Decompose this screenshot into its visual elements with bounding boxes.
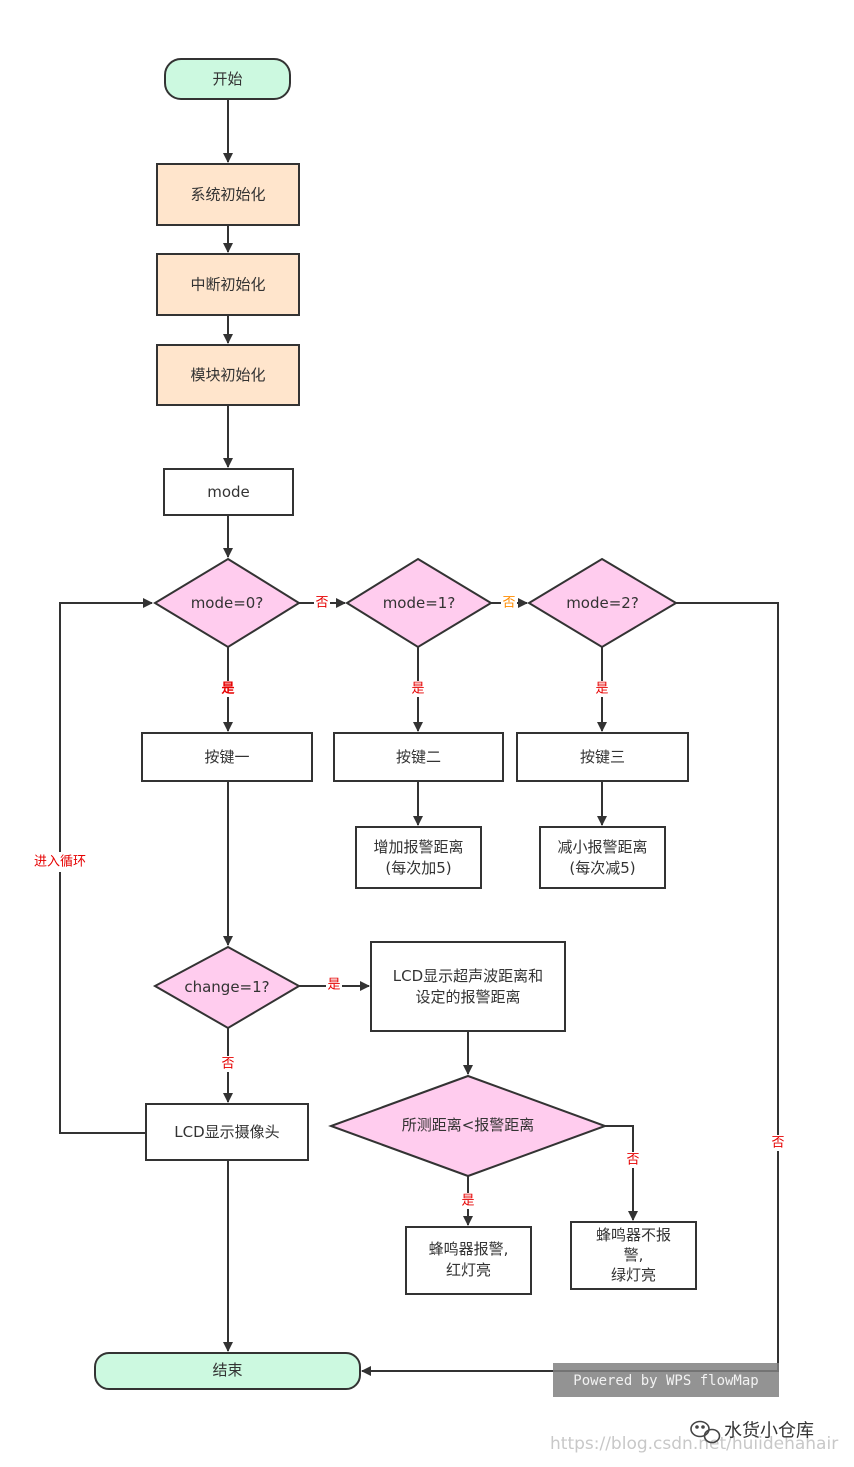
label-yes-compare: 是 bbox=[461, 1194, 474, 1209]
int-init-label: 中断初始化 bbox=[190, 276, 265, 294]
wechat-icon bbox=[690, 1420, 721, 1444]
key1-box: 按键一 bbox=[141, 732, 313, 782]
label-yes-change: 是 bbox=[327, 978, 340, 993]
lcd-distance-box: LCD显示超声波距离和 设定的报警距离 bbox=[370, 941, 566, 1032]
mode0-decision: mode=0? bbox=[153, 557, 301, 649]
key2-box: 按键二 bbox=[333, 732, 504, 782]
no-alarm-line3: 绿灯亮 bbox=[611, 1266, 656, 1284]
compare-decision: 所测距离<报警距离 bbox=[328, 1074, 608, 1178]
mode0-label: mode=0? bbox=[191, 594, 264, 612]
decrease-distance-box: 减小报警距离 (每次减5) bbox=[539, 826, 666, 889]
brand-name: 水货小仓库 bbox=[724, 1421, 814, 1442]
mode2-label: mode=2? bbox=[566, 594, 639, 612]
end-node: 结束 bbox=[94, 1352, 361, 1390]
mode-label: mode bbox=[207, 483, 250, 501]
change-decision: change=1? bbox=[152, 945, 302, 1030]
edge-labels: 否 否 是 是 是 是 否 是 否 否 进入循环 bbox=[26, 595, 786, 1209]
key1-label: 按键一 bbox=[204, 748, 249, 766]
increase-distance-box: 增加报警距离 (每次加5) bbox=[355, 826, 482, 889]
key3-label: 按键三 bbox=[580, 748, 625, 766]
decrease-line2: (每次减5) bbox=[569, 859, 635, 877]
increase-line2: (每次加5) bbox=[385, 859, 451, 877]
alarm-line2: 红灯亮 bbox=[446, 1261, 491, 1279]
label-no-mode2: 否 bbox=[771, 1136, 784, 1151]
label-yes-mode0: 是 bbox=[220, 682, 235, 697]
start-label: 开始 bbox=[212, 70, 242, 88]
int-init-box: 中断初始化 bbox=[156, 253, 300, 316]
no-alarm-box: 蜂鸣器不报 警, 绿灯亮 bbox=[570, 1221, 697, 1290]
alarm-box: 蜂鸣器报警, 红灯亮 bbox=[405, 1226, 532, 1295]
mode1-label: mode=1? bbox=[383, 594, 456, 612]
key2-label: 按键二 bbox=[396, 748, 441, 766]
label-no-compare: 否 bbox=[626, 1153, 639, 1168]
brand-watermark: 水货小仓库 bbox=[690, 1420, 814, 1444]
mode1-decision: mode=1? bbox=[345, 557, 493, 649]
compare-label: 所测距离<报警距离 bbox=[402, 1116, 535, 1134]
powered-by-watermark: Powered by WPS flowMap bbox=[553, 1363, 779, 1397]
sys-init-label: 系统初始化 bbox=[190, 186, 265, 204]
lcd-distance-line1: LCD显示超声波距离和 bbox=[393, 967, 543, 985]
label-loop: 进入循环 bbox=[34, 855, 86, 870]
lcd-distance-line2: 设定的报警距离 bbox=[415, 988, 520, 1006]
mod-init-box: 模块初始化 bbox=[156, 344, 300, 406]
mode-box: mode bbox=[163, 468, 294, 516]
label-yes-mode1: 是 bbox=[411, 682, 424, 697]
start-node: 开始 bbox=[164, 58, 291, 100]
lcd-camera-box: LCD显示摄像头 bbox=[145, 1103, 309, 1161]
key3-box: 按键三 bbox=[516, 732, 689, 782]
end-label: 结束 bbox=[212, 1361, 242, 1379]
sys-init-box: 系统初始化 bbox=[156, 163, 300, 226]
mod-init-label: 模块初始化 bbox=[190, 366, 265, 384]
decrease-line1: 减小报警距离 bbox=[557, 838, 647, 856]
change-label: change=1? bbox=[184, 978, 269, 996]
alarm-line1: 蜂鸣器报警, bbox=[429, 1240, 509, 1258]
lcd-camera-label: LCD显示摄像头 bbox=[174, 1123, 279, 1141]
blog-url-watermark: https://blog.csdn.net/huiidehahair bbox=[550, 1434, 838, 1454]
edge-compare-noalarm bbox=[605, 1125, 638, 1221]
increase-line1: 增加报警距离 bbox=[373, 838, 463, 856]
mode2-decision: mode=2? bbox=[527, 557, 678, 649]
label-no-change: 否 bbox=[221, 1057, 234, 1072]
label-no-mode1: 否 bbox=[502, 596, 515, 611]
no-alarm-line2: 警, bbox=[624, 1246, 644, 1264]
powered-by-text: Powered by WPS flowMap bbox=[573, 1373, 758, 1389]
label-yes-mode2: 是 bbox=[595, 682, 608, 697]
no-alarm-line1: 蜂鸣器不报 bbox=[596, 1226, 671, 1244]
label-no-mode0: 否 bbox=[315, 596, 328, 611]
